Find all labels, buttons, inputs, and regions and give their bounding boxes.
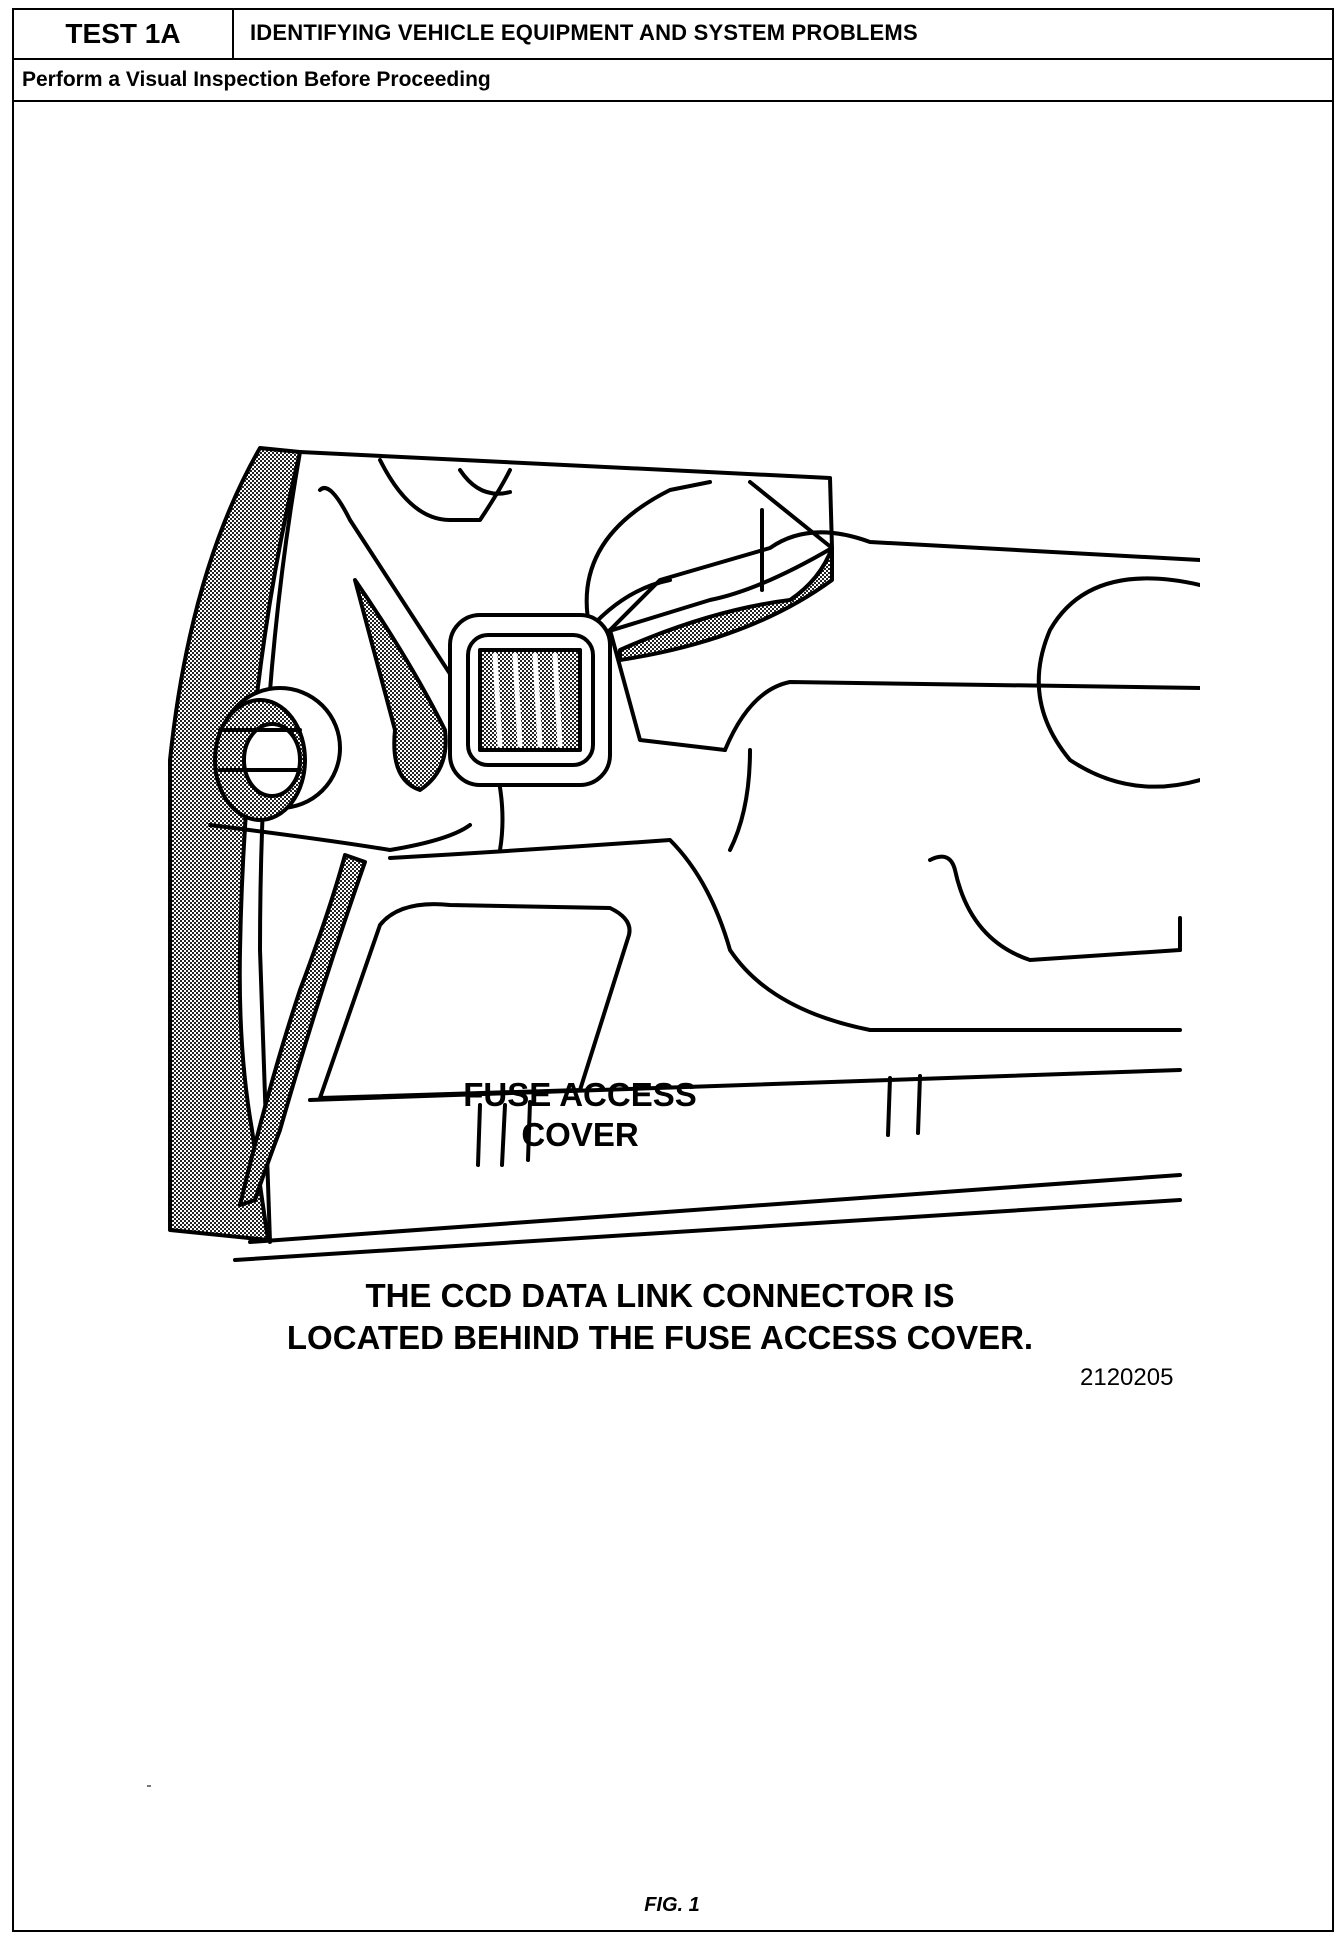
callout-line-1: FUSE ACCESS	[463, 1076, 697, 1113]
callout-line-2: COVER	[521, 1116, 639, 1153]
subheader-row: Perform a Visual Inspection Before Proce…	[14, 60, 1332, 102]
caption-line-1: THE CCD DATA LINK CONNECTOR IS	[365, 1277, 955, 1314]
header-row: TEST 1A IDENTIFYING VEHICLE EQUIPMENT AN…	[14, 10, 1332, 60]
fuse-cover-callout: FUSE ACCESS COVER	[380, 1075, 780, 1155]
knee-bolster-trim	[238, 853, 367, 1207]
knob-trim	[353, 578, 448, 792]
fuse-access-cover	[318, 902, 632, 1100]
test-title: IDENTIFYING VEHICLE EQUIPMENT AND SYSTEM…	[250, 20, 918, 45]
dashboard-illustration	[168, 446, 1200, 1262]
figure-label: FIG. 1	[644, 1894, 700, 1916]
subheader-text: Perform a Visual Inspection Before Proce…	[22, 68, 491, 91]
column-shadow	[618, 546, 834, 662]
test-id: TEST 1A	[14, 10, 234, 58]
figure-caption: THE CCD DATA LINK CONNECTOR IS LOCATED B…	[150, 1275, 1170, 1359]
figure-code: 2120205	[1080, 1364, 1174, 1391]
a-pillar-trim	[168, 446, 302, 1242]
document-frame: TEST 1A IDENTIFYING VEHICLE EQUIPMENT AN…	[12, 8, 1334, 1932]
scan-speck	[147, 1785, 151, 1787]
caption-line-2: LOCATED BEHIND THE FUSE ACCESS COVER.	[286, 1319, 1034, 1356]
